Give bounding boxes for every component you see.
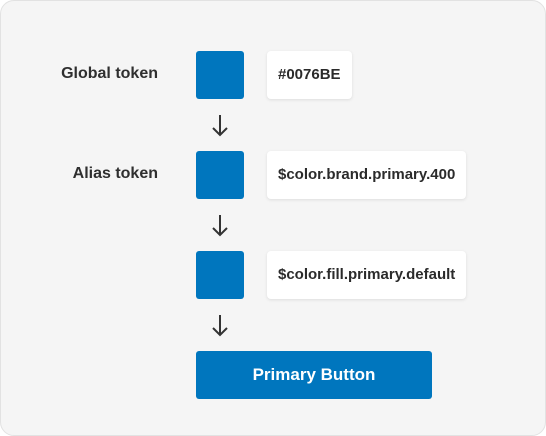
arrow-down-icon bbox=[212, 215, 228, 237]
arrow-down-icon bbox=[212, 115, 228, 137]
global-token-value: #0076BE bbox=[267, 51, 352, 99]
alias-token-label: Alias token bbox=[72, 165, 158, 182]
primary-button[interactable]: Primary Button bbox=[196, 351, 432, 399]
alias-token-value: $color.brand.primary.400 bbox=[267, 151, 467, 199]
alias-token-swatch bbox=[196, 151, 244, 199]
global-token-swatch bbox=[196, 51, 244, 99]
arrow-down-icon bbox=[212, 315, 228, 337]
component-token-value: $color.fill.primary.default bbox=[267, 251, 467, 299]
global-token-label: Global token bbox=[61, 65, 158, 82]
component-token-swatch bbox=[196, 251, 244, 299]
